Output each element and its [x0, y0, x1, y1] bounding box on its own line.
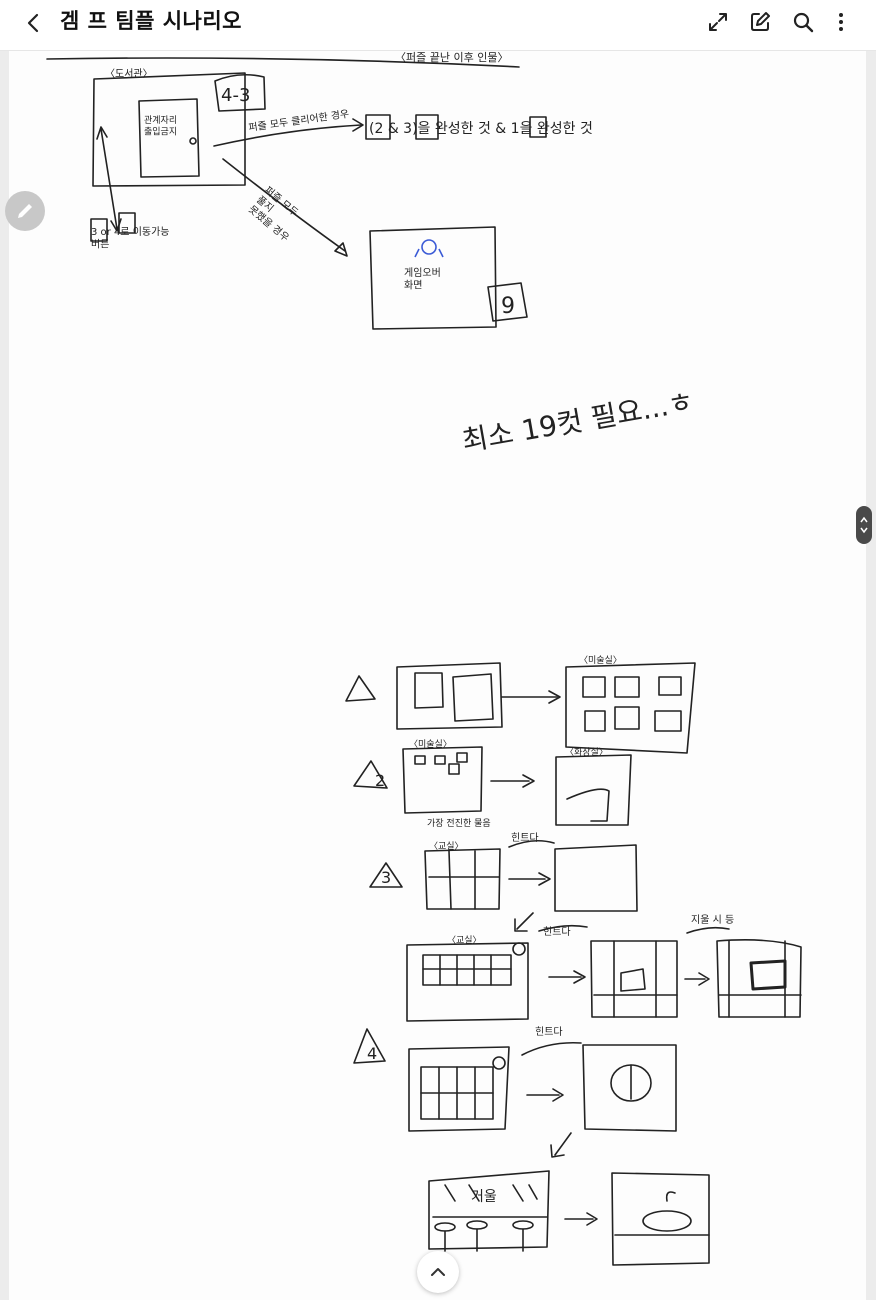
pen-button[interactable] — [5, 191, 45, 231]
all-clear-text: 퍼즐 모두 클리어한 경우 — [248, 107, 350, 134]
hint-label-3: 힌트다 — [535, 1026, 563, 1038]
min-cuts-text: 최소 19컷 필요...ㅎ — [459, 385, 696, 458]
frame-5a-mirror — [428, 1170, 550, 1250]
expand-icon — [709, 13, 727, 31]
more-vertical-icon — [839, 13, 843, 31]
library-label-text: 〈도서관〉 — [105, 68, 153, 80]
art-room-label-a: 〈미술실〉 — [409, 739, 452, 750]
badge-4-3-text: 4-3 — [221, 85, 250, 106]
edit-icon — [751, 12, 770, 31]
frame-eraser — [716, 939, 802, 1018]
badge-9-box — [487, 282, 528, 322]
badge-9-text: 9 — [501, 294, 515, 319]
game-over-box — [369, 226, 497, 330]
search-button[interactable] — [786, 5, 820, 39]
step-4-marker — [353, 1028, 386, 1064]
frame-classroom-board — [406, 942, 529, 1022]
scroll-arrows-icon — [860, 516, 868, 534]
library-inner-card — [138, 98, 200, 178]
sink-label: 〈화장실〉 — [565, 747, 608, 758]
step-3-label: 3 — [381, 868, 391, 887]
result-text: (2 & 3)을 완성한 것 & 1을 완성한 것 — [369, 121, 593, 137]
frame-1a — [396, 662, 503, 730]
badge-4-3-box — [214, 73, 266, 112]
top-divider-stroke — [46, 57, 520, 68]
chevron-up-icon — [431, 1268, 445, 1276]
frame-2b-sink — [555, 754, 632, 826]
classroom-label-a: 〈교실〉 — [429, 841, 464, 852]
classroom-label-b: 〈교실〉 — [447, 935, 482, 946]
cut-label: 가장 전진한 물음 — [427, 818, 491, 829]
frame-3b-desk — [554, 844, 638, 912]
step-4-label: 4 — [367, 1044, 377, 1063]
step-1-marker — [345, 675, 376, 702]
frame-4b-clock — [582, 1044, 677, 1132]
hint-label-2: 힌트다 — [543, 926, 571, 938]
frame-5b-sink — [611, 1172, 710, 1266]
library-box — [92, 72, 246, 187]
step-2-label: 2 — [375, 771, 385, 790]
frame-1b-art-room — [565, 662, 696, 754]
fail-arrow-text: 퍼즐 모두풀지못했을 경우 — [246, 184, 307, 244]
more-options-button[interactable] — [824, 5, 858, 39]
step-3-marker — [369, 862, 403, 888]
back-button[interactable] — [16, 5, 52, 41]
frame-3a-classroom — [424, 848, 501, 910]
mirror-text: 거울 — [471, 1189, 497, 1205]
blue-doodle — [414, 239, 444, 258]
frame-4a — [408, 1046, 510, 1132]
top-app-bar: 겜 프 팀플 시나리오 — [0, 0, 876, 51]
edit-button[interactable] — [743, 5, 777, 39]
scroll-to-top-button[interactable] — [417, 1251, 459, 1293]
frame-2a-art-room — [402, 746, 483, 814]
expand-button[interactable] — [701, 5, 735, 39]
hint-label-1: 힌트다 — [511, 832, 539, 844]
top-label-text: 〈퍼즐 끝난 이후 인물〉 — [395, 51, 508, 64]
pen-icon — [18, 204, 32, 218]
eraser-label: 지울 시 등 — [691, 914, 734, 926]
art-room-label-b: 〈미술실〉 — [579, 655, 622, 666]
step-2-marker — [353, 760, 388, 789]
page-title: 겜 프 팀플 시나리오 — [60, 9, 242, 33]
search-icon — [793, 12, 814, 33]
frame-hint-1 — [590, 940, 678, 1018]
chevron-left-icon — [27, 13, 39, 33]
scroll-thumb[interactable] — [856, 506, 872, 544]
